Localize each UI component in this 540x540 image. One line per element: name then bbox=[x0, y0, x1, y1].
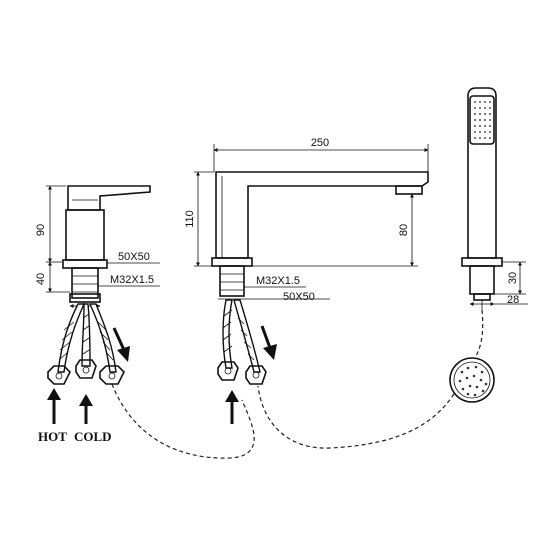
spout-height-label: 110 bbox=[184, 210, 196, 228]
inlet-arrows bbox=[47, 327, 130, 424]
shower-nozzle-pattern bbox=[474, 101, 491, 139]
hot-label: HOT bbox=[38, 429, 67, 444]
cold-label: COLD bbox=[74, 429, 112, 444]
valve-supply-hoses bbox=[47, 303, 125, 385]
spout-base-size-label: 50X50 bbox=[283, 291, 315, 303]
valve-height-label: 90 bbox=[35, 224, 47, 236]
shower-holder-height-label: 30 bbox=[507, 272, 519, 284]
hand-shower bbox=[461, 87, 503, 310]
shower-holder-width-label: 28 bbox=[507, 294, 519, 306]
shower-dimensions: 30 28 bbox=[469, 261, 528, 306]
shower-hose-and-weight bbox=[111, 309, 495, 459]
spout-length-label: 250 bbox=[311, 137, 329, 149]
spout-supply-hoses bbox=[217, 299, 277, 424]
spout-dimensions: 250 110 80 M32X1.5 50X50 bbox=[184, 137, 429, 303]
valve-base-size-label: 50X50 bbox=[118, 251, 150, 263]
valve-dimensions: 90 40 50X50 M32X1.5 bbox=[35, 185, 160, 308]
bath-spout bbox=[211, 171, 429, 297]
valve-thread-label: M32X1.5 bbox=[110, 274, 154, 286]
valve-base-height-label: 40 bbox=[35, 273, 47, 285]
spout-thread-label: M32X1.5 bbox=[256, 275, 300, 287]
spout-drop-label: 80 bbox=[398, 224, 410, 236]
mixer-valve bbox=[62, 185, 151, 303]
